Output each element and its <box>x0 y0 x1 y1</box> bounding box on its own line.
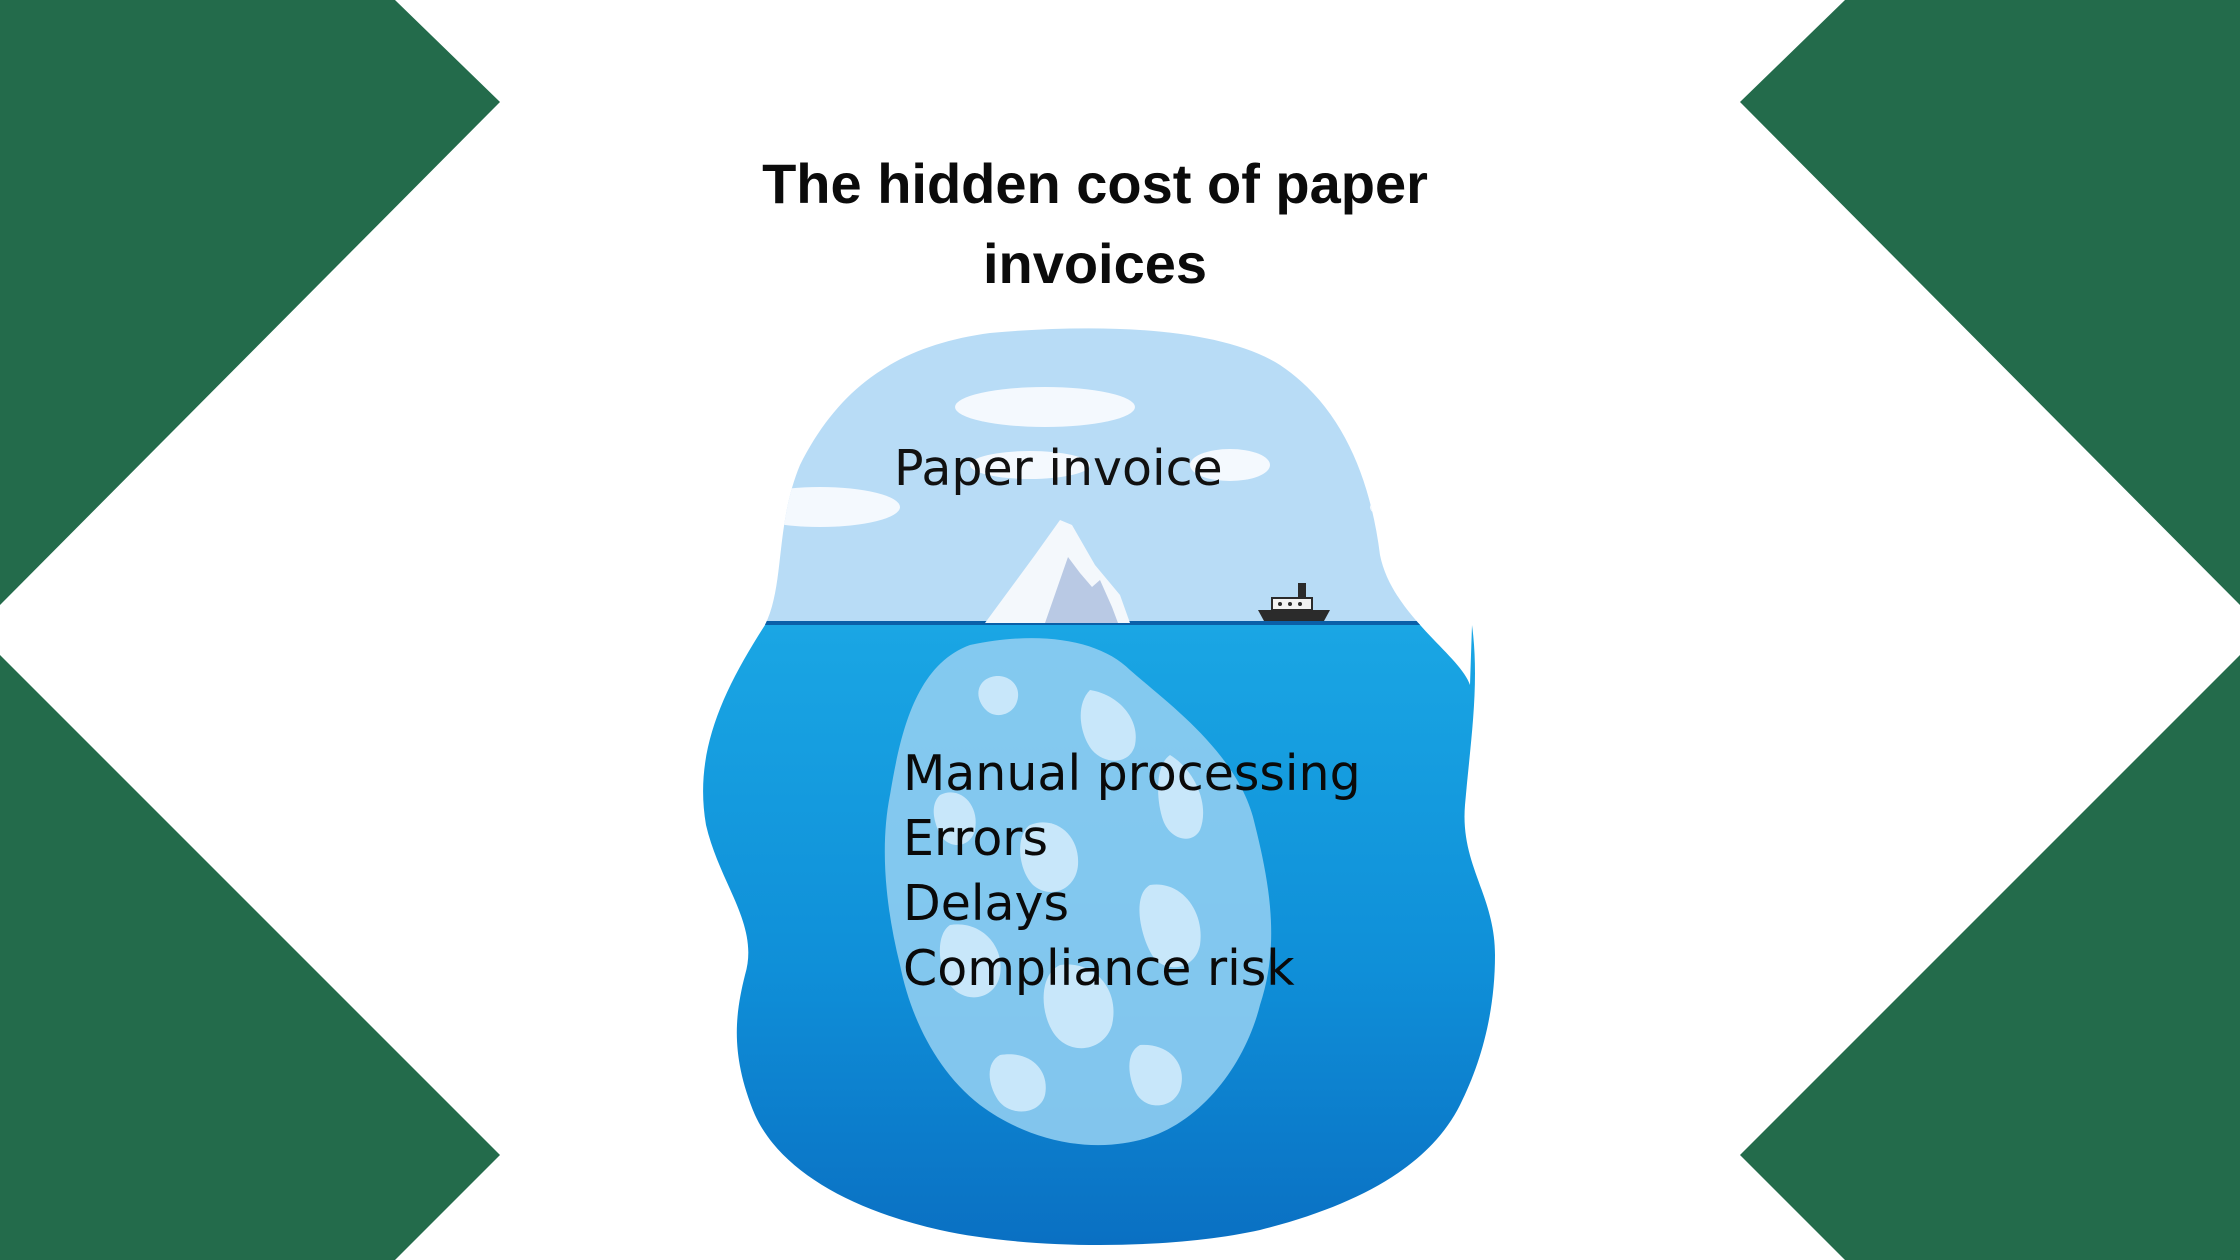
below-water-list: Manual processing Errors Delays Complian… <box>903 741 1361 1001</box>
above-water-label: Paper invoice <box>894 440 1223 497</box>
list-item: Compliance risk <box>903 940 1295 997</box>
list-item: Manual processing <box>903 745 1361 802</box>
list-item: Delays <box>903 875 1070 932</box>
ship-icon <box>1258 583 1330 621</box>
right-bottom-green-shape <box>1740 655 2240 1260</box>
left-bottom-green-shape <box>0 655 500 1260</box>
iceberg-illustration <box>703 328 1495 1245</box>
list-item: Errors <box>903 810 1048 867</box>
left-top-green-shape <box>0 0 500 605</box>
slide-title: The hidden cost of paper invoices <box>762 152 1428 295</box>
right-top-green-shape <box>1740 0 2240 605</box>
